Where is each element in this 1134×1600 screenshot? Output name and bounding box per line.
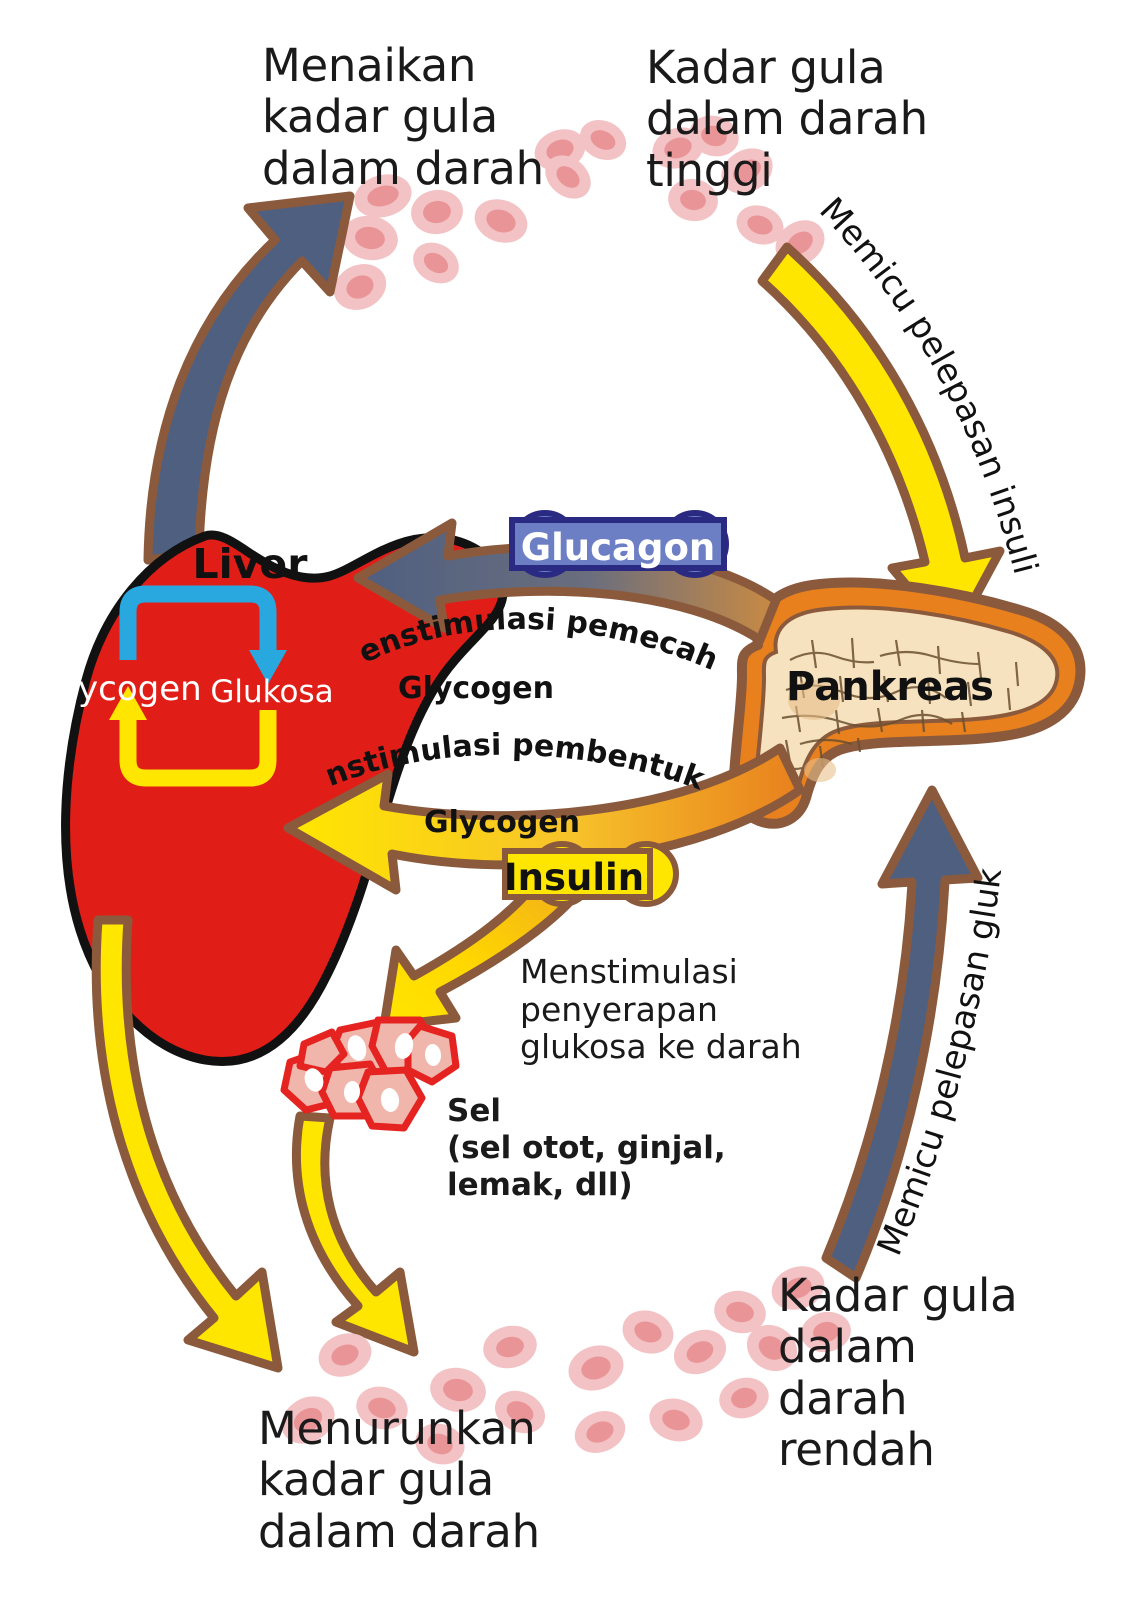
label-low-blood-sugar: Kadar gula dalam darah rendah [778, 1269, 1018, 1476]
arrow-insulin-to-cells [379, 861, 593, 1031]
glukosa-label: Glukosa [210, 674, 333, 710]
arrow-lower-blood-sugar-cells [291, 1111, 419, 1357]
pancreas-label: Pankreas [786, 664, 994, 710]
label-stimulate-glycogen-formation-2: Glycogen [424, 805, 580, 840]
liver-label: Liver [193, 540, 309, 588]
arrow-raise-blood-sugar [143, 191, 355, 565]
glycogen-label: Glycogen [42, 669, 201, 709]
label-lower-blood-sugar: Menurunkan kadar gula dalam darah [258, 1402, 540, 1558]
arrow-insulin-to-liver [283, 743, 805, 895]
arrow-lower-blood-sugar-liver [91, 915, 283, 1373]
liver-glycogen-cycle [109, 585, 287, 787]
arrow-trigger-glucagon [821, 785, 983, 1283]
glucagon-badge[interactable]: Glucagon [509, 510, 729, 578]
insulin-badge[interactable]: Insulin [502, 841, 679, 907]
label-stimulate-glucose-uptake: Menstimulasi penyerapan glukosa ke darah [520, 952, 802, 1067]
label-stimulate-glycogen-breakdown-2: Glycogen [398, 671, 554, 706]
body-cells-cluster [280, 1016, 460, 1132]
insulin-badge-label: Insulin [504, 856, 644, 899]
glucagon-badge-label: Glucagon [521, 526, 716, 569]
label-raise-blood-sugar: Menaikan kadar gula dalam darah [262, 39, 544, 195]
rbc-group-top [333, 115, 825, 310]
rbc-group-bottom [281, 1266, 851, 1465]
pancreas-organ [728, 577, 1086, 829]
label-cells: Sel (sel otot, ginjal, lemak, dll) [447, 1093, 726, 1204]
label-high-blood-sugar: Kadar gula dalam darah tinggi [646, 41, 928, 197]
